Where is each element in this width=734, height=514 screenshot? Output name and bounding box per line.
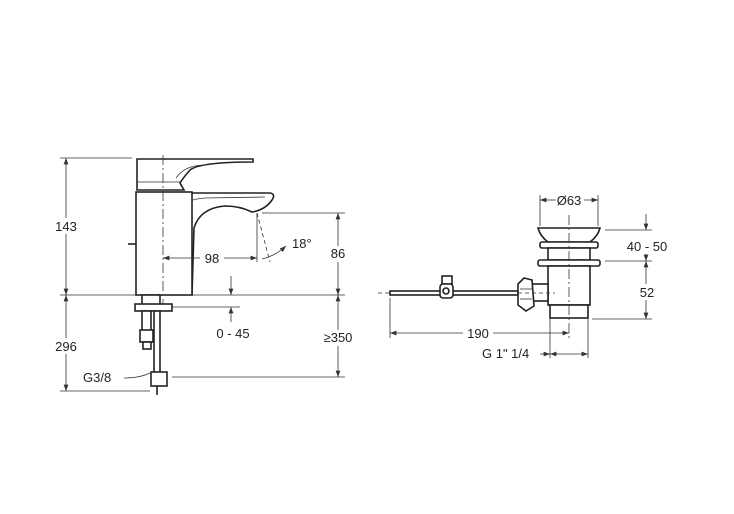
faucet-drawing: 143 296 98 18° 86 ≥350 0 - 45 G3/8 xyxy=(54,155,356,395)
faucet-body xyxy=(135,191,193,296)
dim-190: 190 xyxy=(467,326,489,341)
dim-40-50: 40 - 50 xyxy=(627,239,667,254)
dim-350: ≥350 xyxy=(324,330,353,345)
drain-drawing: Ø63 40 - 50 52 190 xyxy=(378,193,670,361)
spout xyxy=(189,192,275,296)
pop-up-rod xyxy=(389,290,519,296)
dim-diameter-63: Ø63 xyxy=(557,193,582,208)
rod-nut xyxy=(517,277,535,312)
dim-86: 86 xyxy=(331,246,345,261)
dim-296: 296 xyxy=(55,339,77,354)
dim-143: 143 xyxy=(55,219,77,234)
dim-98: 98 xyxy=(205,251,219,266)
label-thread-g1-1-4: G 1" 1/4 xyxy=(482,346,529,361)
lever-handle xyxy=(136,158,254,191)
dim-52: 52 xyxy=(640,285,654,300)
dim-0-45: 0 - 45 xyxy=(216,326,249,341)
base-plate xyxy=(134,303,173,312)
dim-18-degree: 18° xyxy=(292,236,312,251)
label-g3-8: G3/8 xyxy=(83,370,111,385)
connection-nut xyxy=(150,371,168,387)
